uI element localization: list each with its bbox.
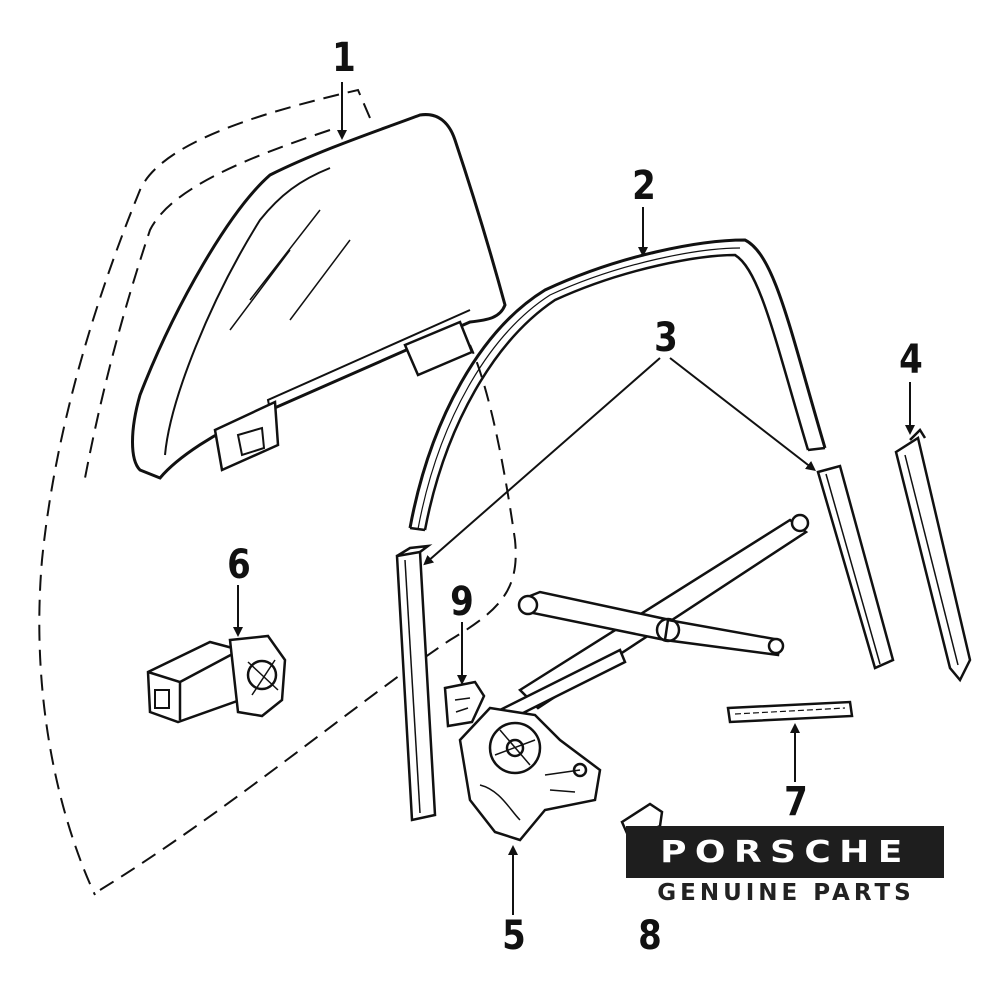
callout-7: 7 xyxy=(784,779,808,825)
brand-tagline: GENUINE PARTS xyxy=(657,880,915,906)
seal-strip xyxy=(894,428,972,683)
callout-3: 3 xyxy=(654,315,678,361)
guide-strip xyxy=(726,700,854,724)
rear-lower-run-channel xyxy=(816,464,895,670)
front-lower-run-channel xyxy=(395,544,437,822)
callout-8: 8 xyxy=(638,913,662,959)
callout-5: 5 xyxy=(502,913,526,959)
callout-9: 9 xyxy=(450,579,474,625)
brand-name: PORSCHE xyxy=(659,834,911,870)
leader-lines xyxy=(233,82,915,915)
callout-1: 1 xyxy=(332,35,356,81)
regulator-mechanism xyxy=(458,706,602,842)
regulator-arms xyxy=(498,513,810,724)
callout-4: 4 xyxy=(899,337,923,383)
regulator-motor xyxy=(146,634,287,724)
porsche-logo-bar: PORSCHE xyxy=(626,826,944,878)
callout-2: 2 xyxy=(632,163,656,209)
bracket xyxy=(443,680,486,728)
door-outline xyxy=(38,88,517,896)
door-glass xyxy=(131,113,507,480)
callout-6: 6 xyxy=(227,542,251,588)
